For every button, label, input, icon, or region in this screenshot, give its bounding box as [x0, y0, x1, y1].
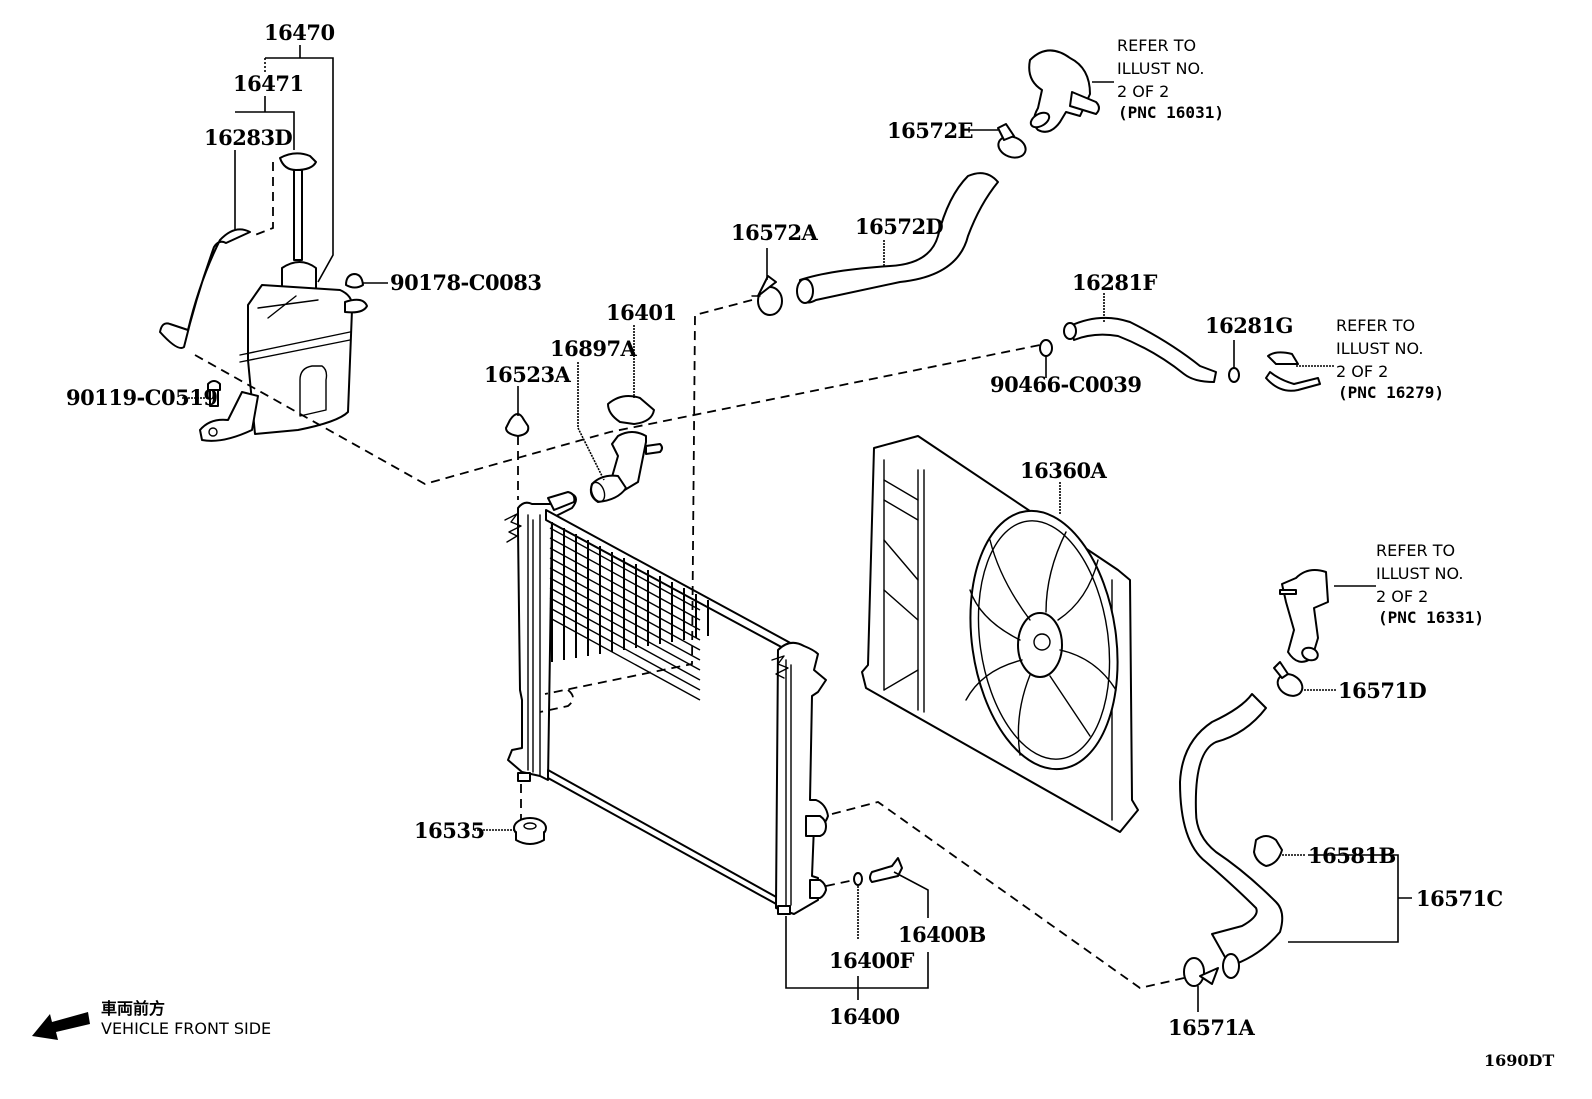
label-16401[interactable]: 16401 — [606, 300, 677, 325]
fin-cross-line — [549, 537, 701, 621]
label-16360A[interactable]: 16360A — [1020, 458, 1108, 483]
label-16470[interactable]: 16470 — [264, 20, 335, 45]
hose-clip-90466[interactable] — [1039, 339, 1053, 378]
upper-hose-route-dashed — [544, 299, 753, 695]
fin-cross-line — [549, 557, 701, 641]
fin-cross-line — [549, 527, 701, 611]
label-16571C[interactable]: 16571C — [1416, 886, 1503, 911]
label-16897A[interactable]: 16897A — [550, 336, 638, 361]
label-16523A[interactable]: 16523A — [484, 362, 572, 387]
hose-clamp-16572A[interactable] — [751, 275, 783, 316]
radiator-lower-outlet[interactable] — [805, 815, 827, 837]
leader-16470 — [265, 45, 334, 283]
ref-line3: 2 OF 2 — [1117, 82, 1169, 101]
label-16283D[interactable]: 16283D — [204, 125, 293, 150]
reference-note-16031[interactable]: REFER TO ILLUST NO. 2 OF 2 (PNC 16031) — [1117, 36, 1224, 122]
radiator-drain-port[interactable] — [809, 879, 827, 899]
label-90466[interactable]: 90466-C0039 — [990, 372, 1142, 397]
drain-plug-16400B[interactable] — [869, 857, 903, 883]
bypass-hose-16281F[interactable] — [1063, 316, 1217, 383]
ref-pnc: (PNC 16031) — [1118, 103, 1224, 122]
hose-clamp-16571A[interactable] — [1183, 957, 1219, 1012]
fin-cross-line — [549, 547, 701, 631]
lower-hose-route-dashed — [831, 801, 1185, 989]
radiator-right-pin — [777, 905, 791, 915]
fin-cross-line — [549, 597, 701, 681]
water-inlet-16331[interactable] — [1279, 569, 1329, 663]
hose-clamp-16581B[interactable] — [1253, 835, 1306, 867]
label-16281F[interactable]: 16281F — [1072, 270, 1158, 295]
label-16471[interactable]: 16471 — [233, 71, 304, 96]
leader-lines — [474, 81, 1412, 1000]
drain-o-ring-16400F[interactable] — [825, 872, 863, 887]
radiator-left-clips — [504, 513, 522, 543]
ref-line2: ILLUST NO. — [1376, 564, 1463, 583]
ref-line3: 2 OF 2 — [1336, 362, 1388, 381]
label-16572E[interactable]: 16572E — [887, 118, 974, 143]
label-16400B[interactable]: 16400B — [898, 922, 986, 947]
ref-line1: REFER TO — [1336, 316, 1415, 335]
hose-clip-16281G[interactable] — [1228, 340, 1240, 383]
fin-cross-line — [549, 587, 701, 671]
radiator-bottom-rail — [547, 769, 779, 906]
radiator-core-fins — [549, 522, 709, 701]
label-16400F[interactable]: 16400F — [829, 948, 915, 973]
label-16400[interactable]: 16400 — [829, 1004, 900, 1029]
ref-pnc: (PNC 16279) — [1338, 383, 1444, 402]
fin-cross-line — [549, 607, 701, 691]
nut-90178[interactable] — [345, 273, 388, 289]
fin-cross-line — [549, 617, 701, 701]
leader-16471 — [235, 96, 295, 150]
ref-pnc: (PNC 16331) — [1378, 608, 1484, 627]
bolt-90119[interactable] — [182, 380, 221, 407]
reference-note-16331[interactable]: REFER TO ILLUST NO. 2 OF 2 (PNC 16331) — [1376, 541, 1484, 627]
radiator-upper-inlet[interactable] — [547, 491, 576, 511]
reservoir-cap[interactable] — [279, 152, 317, 261]
direction-legend: 車両前方 VEHICLE FRONT SIDE — [32, 999, 271, 1040]
radiator-left-pin — [517, 772, 531, 782]
label-16581B[interactable]: 16581B — [1308, 843, 1396, 868]
bypass-pipe-16279[interactable] — [1265, 351, 1321, 392]
hose-clamp-16572E[interactable] — [995, 123, 1028, 161]
legend-japanese: 車両前方 — [101, 999, 165, 1018]
fin-cross-line — [549, 577, 701, 661]
radiator-16400[interactable] — [504, 491, 829, 915]
label-16571A[interactable]: 16571A — [1168, 1015, 1256, 1040]
radiator-inlet-dashed — [539, 689, 574, 713]
fan-shroud-16360A[interactable] — [861, 435, 1139, 833]
reference-note-16279[interactable]: REFER TO ILLUST NO. 2 OF 2 (PNC 16279) — [1336, 316, 1444, 402]
overflow-hose[interactable] — [159, 228, 251, 349]
diagram-code: 1690DT — [1484, 1051, 1554, 1070]
label-16572A[interactable]: 16572A — [731, 220, 819, 245]
reservoir-tab — [344, 298, 368, 314]
overflow-route-dashed — [194, 344, 1041, 485]
cushion-16523A[interactable] — [505, 413, 530, 500]
label-90178[interactable]: 90178-C0083 — [390, 270, 542, 295]
ref-line3: 2 OF 2 — [1376, 587, 1428, 606]
water-outlet-16031[interactable] — [1028, 49, 1100, 133]
ref-line1: REFER TO — [1376, 541, 1455, 560]
filler-neck-16897A[interactable] — [589, 431, 663, 503]
label-16535[interactable]: 16535 — [414, 818, 485, 843]
label-90119[interactable]: 90119-C0519 — [66, 385, 218, 410]
label-16571D[interactable]: 16571D — [1338, 678, 1427, 703]
fin-cross-line — [549, 567, 701, 651]
ref-line2: ILLUST NO. — [1117, 59, 1204, 78]
reservoir-tank-assembly[interactable] — [159, 45, 368, 442]
part-labels: 16470 16471 16283D 90178-C0083 90119-C05… — [66, 20, 1503, 1040]
legend-english: VEHICLE FRONT SIDE — [101, 1019, 271, 1038]
upper-radiator-hose-16572D[interactable] — [796, 172, 999, 304]
hose-clamp-16571D[interactable] — [1273, 661, 1336, 700]
arrow-left-icon — [32, 1012, 90, 1040]
lower-radiator-hose-16571C[interactable] — [1179, 693, 1284, 979]
label-16281G[interactable]: 16281G — [1205, 313, 1294, 338]
ref-line1: REFER TO — [1117, 36, 1196, 55]
label-16572D[interactable]: 16572D — [855, 214, 944, 239]
radiator-cap-16401[interactable] — [607, 395, 655, 425]
cushion-16535[interactable] — [513, 784, 547, 845]
ref-line2: ILLUST NO. — [1336, 339, 1423, 358]
hose-route-dashed — [254, 162, 274, 236]
